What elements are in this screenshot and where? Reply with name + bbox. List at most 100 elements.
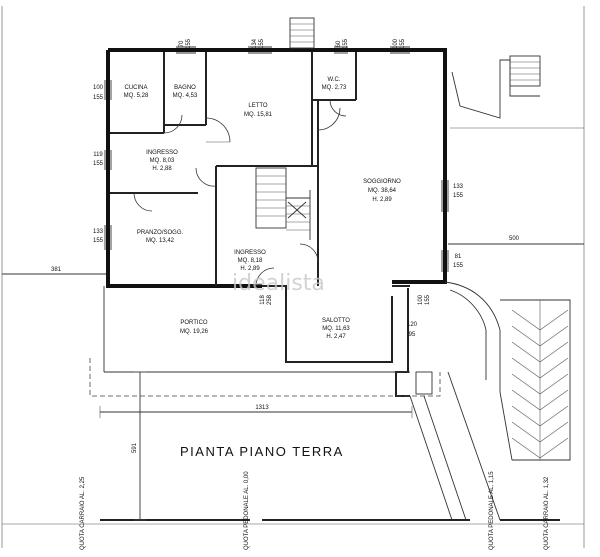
dim-sal-bot: 95 [409, 332, 416, 338]
room-name: LETTO [248, 103, 268, 109]
quota-label-4: QUOTA CARRAIO AL. 1,32 [544, 476, 550, 550]
room-area: MQ. 13,42 [146, 238, 175, 244]
dim-w3-bot: 155 [343, 38, 349, 49]
dim-right-bot: 155 [453, 263, 464, 269]
room-height: H. 2,88 [152, 166, 172, 172]
room-letto: LETTO MQ. 15,81 [244, 103, 273, 118]
room-height: H. 2,89 [372, 197, 392, 203]
dim-ingr-bot: 155 [93, 161, 104, 167]
ramp-line-4 [499, 391, 513, 461]
dim-sal-v-top: 100 [418, 294, 424, 305]
room-name: PRANZO/SOGG. [137, 230, 184, 236]
dim-ingr-top: 119 [93, 152, 103, 158]
dim-sogg-bot: 155 [453, 193, 464, 199]
north-stair [289, 17, 315, 49]
room-height: H. 2,47 [326, 334, 346, 340]
dim-381: 381 [51, 267, 62, 273]
dim-w1-bot: 155 [186, 38, 192, 49]
room-portico: PORTICO MQ. 19,26 [180, 320, 209, 335]
curved-wall [444, 281, 501, 392]
room-name: INGRESSO [146, 150, 178, 156]
dim-591: 591 [132, 442, 138, 453]
plan-title: PIANTA PIANO TERRA [180, 444, 344, 459]
driveway-outline [500, 299, 571, 461]
dim-cucina-bot: 155 [93, 95, 104, 101]
dim-right-top: 81 [455, 254, 462, 260]
outer-wall-right [356, 48, 447, 284]
quota-label-2: QUOTA PEDONALE AL. 0,00 [244, 471, 250, 550]
outer-step-path [451, 59, 540, 119]
driveway-hatch [511, 300, 569, 460]
dim-1313: 1313 [255, 405, 269, 411]
room-area: MQ. 11,63 [322, 326, 350, 332]
exterior-stair [509, 55, 541, 87]
dim-pranzo-top: 133 [93, 229, 104, 235]
room-salotto: SALOTTO MQ. 11,63 H. 2,47 [322, 318, 350, 340]
room-ingresso-1: INGRESSO MQ. 8,03 H. 2,88 [146, 150, 178, 172]
room-name: BAGNO [174, 85, 196, 91]
door-sogg [317, 107, 341, 131]
quota-label-3: QUOTA PEDONALE AL. 1,15 [489, 471, 495, 550]
door-ingresso2 [299, 243, 319, 263]
wall-salotto-right [395, 288, 410, 397]
room-cucina: CUCINA MQ. 5,28 [124, 85, 149, 99]
room-area: MQ. 5,28 [124, 93, 149, 99]
room-area: MQ. 8,03 [150, 158, 175, 164]
room-name: PORTICO [180, 320, 208, 326]
ramp-line-3 [447, 371, 501, 521]
exterior-stair-treads [510, 61, 540, 81]
dim-w3-top: 60 [336, 40, 342, 47]
stair-treads [256, 175, 311, 240]
dim-w2-top: 134 [252, 38, 258, 49]
door-ingresso [195, 167, 217, 187]
door-portico [255, 267, 275, 287]
room-pranzo: PRANZO/SOGG. MQ. 13,42 [137, 230, 184, 244]
portico-overhang [89, 358, 441, 397]
dim-w2-bot: 155 [259, 38, 265, 49]
window-markers [104, 46, 449, 272]
room-name: CUCINA [124, 85, 147, 91]
room-area: MQ. 8,18 [238, 258, 263, 264]
dim-sal-v-bot: 155 [425, 294, 431, 305]
room-area: MQ. 19,26 [180, 329, 209, 335]
room-area: MQ. 2,73 [322, 85, 347, 91]
curved-wall-inner [449, 289, 487, 380]
room-area: MQ. 4,53 [173, 93, 198, 99]
door-letto [205, 117, 231, 143]
dim-sal-top: 120 [407, 322, 418, 328]
outer-wall-left [106, 50, 262, 288]
door-pranzo [133, 192, 153, 212]
dim-w4-bot: 155 [400, 38, 406, 49]
room-wc: W.C. MQ. 2,73 [322, 77, 347, 91]
ramp-line-2 [423, 395, 467, 521]
ramp-line-1 [409, 395, 453, 521]
room-ingresso-2: INGRESSO MQ. 8,18 H. 2,89 [234, 250, 266, 272]
room-name: INGRESSO [234, 250, 266, 256]
wall-salotto [262, 285, 393, 363]
room-area: MQ. 15,81 [244, 112, 273, 118]
dim-w1-top: 70 [179, 40, 185, 47]
dim-pranzo-bot: 155 [93, 238, 104, 244]
room-name: SALOTTO [322, 318, 350, 324]
door-cucina [163, 114, 183, 134]
room-name: W.C. [328, 77, 341, 83]
dim-por-top: 118 [260, 295, 266, 305]
quota-label-1: QUOTA CARRAIO AL. 2,25 [80, 476, 86, 550]
room-bagno: BAGNO MQ. 4,53 [173, 85, 198, 99]
dim-500: 500 [509, 236, 520, 242]
north-stair-treads [290, 23, 314, 43]
dim-sogg-top: 133 [453, 184, 464, 190]
room-height: H. 2,89 [240, 266, 260, 272]
door-wc [329, 99, 347, 117]
room-soggiorno: SOGGIORNO MQ. 38,64 H. 2,89 [363, 179, 401, 203]
room-area: MQ. 38,64 [368, 188, 397, 194]
stair-outline [255, 167, 287, 229]
pillar [415, 371, 433, 395]
dim-w4-top: 100 [393, 38, 399, 49]
room-name: SOGGIORNO [363, 179, 401, 185]
watermark-logo: idealista [232, 271, 325, 296]
dim-por-bot: 258 [267, 294, 273, 305]
dim-cucina-top: 100 [93, 85, 104, 91]
